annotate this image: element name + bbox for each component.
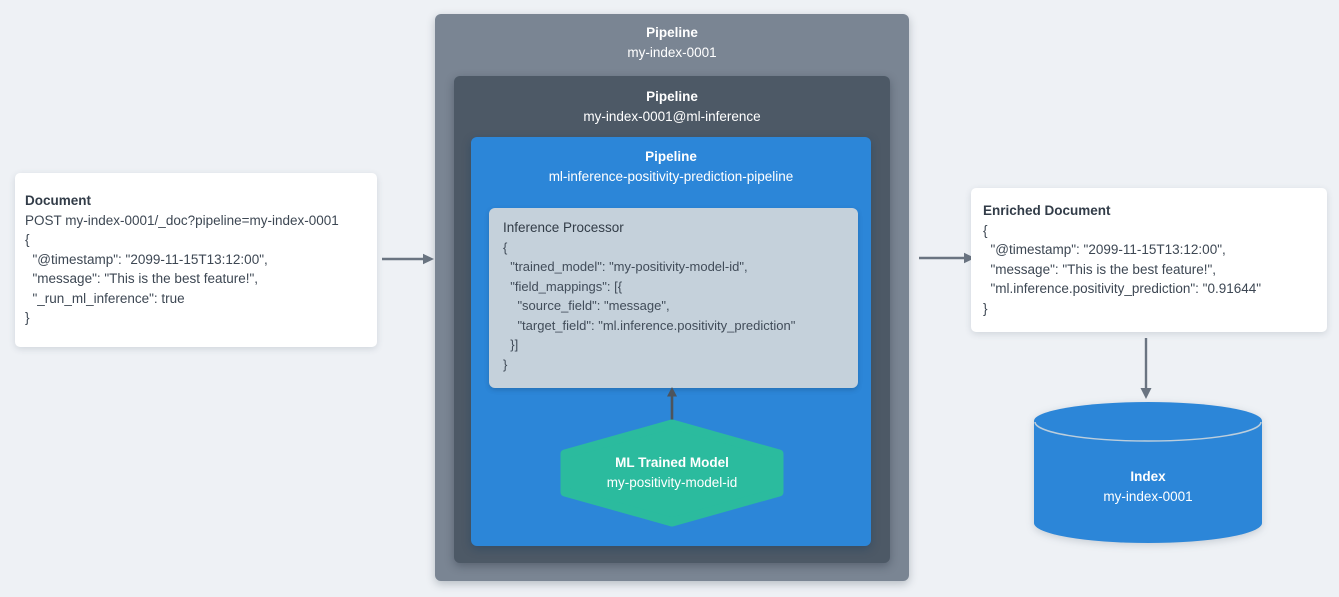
index-name: my-index-0001 <box>1103 489 1193 504</box>
inference-processor-box: Inference Processor { "trained_model": "… <box>489 208 858 388</box>
inference-processor-line: { <box>503 239 508 255</box>
pipeline-outer-box: Pipeline my-index-0001 Pipeline my-index… <box>435 14 909 581</box>
inference-processor-line: "trained_model": "my-positivity-model-id… <box>503 259 748 274</box>
enriched-document-line: } <box>983 300 988 316</box>
arrow-right-icon <box>919 252 975 264</box>
inference-processor-line: } <box>503 356 508 372</box>
enriched-document-line: "@timestamp": "2099-11-15T13:12:00", <box>983 242 1226 257</box>
enriched-document-line: { <box>983 222 988 238</box>
enriched-document-box: Enriched Document { "@timestamp": "2099-… <box>971 188 1327 332</box>
arrow-right-icon <box>382 253 434 265</box>
document-line: { <box>25 232 30 247</box>
document-line: POST my-index-0001/_doc?pipeline=my-inde… <box>25 212 339 228</box>
pipeline-mid-box: Pipeline my-index-0001@ml-inference Pipe… <box>454 76 890 563</box>
pipeline-outer-name: my-index-0001 <box>627 45 717 60</box>
pipeline-inner-name: ml-inference-positivity-prediction-pipel… <box>548 169 794 184</box>
ml-trained-model-label: ML Trained Model my-positivity-model-id <box>557 453 787 493</box>
index-label: Index my-index-0001 <box>1033 467 1263 507</box>
pipeline-outer-header: Pipeline my-index-0001 <box>435 14 909 63</box>
pipeline-mid-header: Pipeline my-index-0001@ml-inference <box>454 76 890 127</box>
enriched-document-line: "message": "This is the best feature!", <box>983 261 1217 277</box>
ml-model-name: my-positivity-model-id <box>606 475 738 490</box>
pipeline-inner-title: Pipeline <box>645 149 697 164</box>
inference-processor-line: }] <box>503 337 519 352</box>
pipeline-mid-name: my-index-0001@ml-inference <box>583 109 761 124</box>
pipeline-inner-box: Pipeline ml-inference-positivity-predict… <box>471 137 871 546</box>
document-title: Document <box>25 193 92 208</box>
inference-processor-line: "source_field": "message", <box>503 298 670 313</box>
inference-processor-title: Inference Processor <box>503 220 624 235</box>
ml-model-title: ML Trained Model <box>615 455 729 470</box>
document-line: "_run_ml_inference": true <box>25 290 185 306</box>
document-line: } <box>25 310 30 325</box>
document-line: "message": "This is the best feature!", <box>25 271 259 286</box>
inference-processor-line: "field_mappings": [{ <box>503 278 623 294</box>
arrow-up-icon <box>667 387 677 420</box>
enriched-document-title: Enriched Document <box>983 203 1111 218</box>
pipeline-mid-title: Pipeline <box>646 89 698 104</box>
inference-processor-line: "target_field": "ml.inference.positivity… <box>503 317 796 333</box>
pipeline-inner-header: Pipeline ml-inference-positivity-predict… <box>471 137 871 187</box>
pipeline-outer-title: Pipeline <box>646 25 698 40</box>
enriched-document-line: "ml.inference.positivity_prediction": "0… <box>983 281 1262 296</box>
index-title: Index <box>1130 469 1166 484</box>
document-line: "@timestamp": "2099-11-15T13:12:00", <box>25 251 268 267</box>
ml-trained-model-hexagon <box>560 419 784 527</box>
arrow-down-icon <box>1140 338 1152 399</box>
index-cylinder <box>1034 402 1262 543</box>
document-box: Document POST my-index-0001/_doc?pipelin… <box>15 173 377 347</box>
